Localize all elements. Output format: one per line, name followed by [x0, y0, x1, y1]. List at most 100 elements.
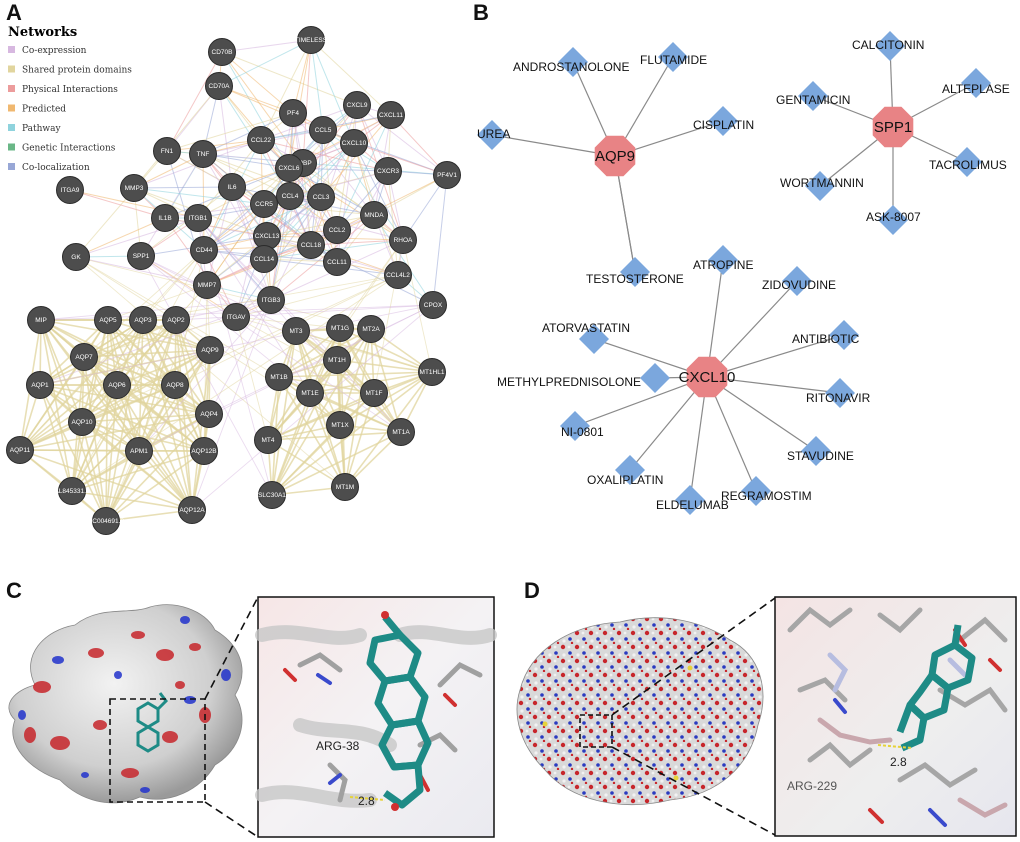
drug-label: ZIDOVUDINE	[762, 278, 836, 292]
gene-node: AQP12A	[178, 496, 206, 524]
gene-node: ITGA9	[56, 176, 84, 204]
legend-swatch	[8, 143, 15, 151]
network-edge	[218, 85, 290, 169]
hub-label: SPP1	[874, 119, 912, 136]
hub-octagon	[872, 106, 914, 148]
gene-node-label: MMP7	[198, 282, 217, 289]
gene-node: MT1M	[331, 473, 359, 501]
network-edge	[81, 421, 107, 522]
drug-node: STAVUDINE	[787, 436, 854, 466]
network-edge	[107, 319, 193, 511]
gene-node: AQP8	[161, 371, 189, 399]
gene-node: ITGB3	[257, 286, 285, 314]
drug-diamond	[620, 257, 650, 287]
drug-label: FLUTAMIDE	[640, 53, 707, 67]
drug-node: UREA	[477, 120, 510, 150]
drug-diamond	[579, 324, 609, 354]
network-edge	[206, 203, 265, 286]
drug-node: REGRAMOSTIM	[721, 476, 812, 506]
gene-node-label: AQP11	[10, 447, 31, 454]
gene-node: CCR5	[250, 190, 278, 218]
distance-label-c: 2.8	[358, 794, 375, 808]
network-edge	[81, 284, 208, 423]
drug-label: UREA	[477, 127, 510, 141]
gene-node-label: IL1B	[158, 215, 171, 222]
network-edge	[197, 217, 297, 332]
drug-node: TESTOSTERONE	[586, 257, 684, 287]
network-edge	[69, 189, 166, 219]
gene-node: SLC30A1	[258, 481, 286, 509]
network-edge	[164, 203, 265, 219]
drug-gene-edge	[706, 280, 798, 378]
drug-node: ANTIBIOTIC	[792, 320, 860, 350]
gene-node: CCL4	[276, 182, 304, 210]
gene-node: AQP2	[162, 306, 190, 334]
network-edge	[271, 359, 338, 496]
gene-node-label: MT1F	[366, 390, 383, 397]
network-edge	[71, 384, 118, 492]
gene-hub: AQP9	[594, 135, 636, 177]
hub-label: AQP9	[595, 148, 635, 165]
gene-node-label: CPOX	[424, 302, 443, 309]
network-edge	[71, 450, 205, 492]
gene-node-label: MT1H	[328, 357, 346, 364]
network-edge	[133, 186, 233, 189]
gene-node: AQP6	[103, 371, 131, 399]
gene-node-label: MT1HL1	[420, 369, 445, 376]
network-edge	[260, 139, 389, 172]
protein-surface-c	[8, 604, 243, 804]
gene-node: AQP11	[6, 436, 34, 464]
drug-diamond	[782, 266, 812, 296]
drug-diamond	[825, 378, 855, 408]
network-edge	[270, 214, 375, 301]
gene-node: MT4	[254, 426, 282, 454]
network-edge	[202, 153, 291, 197]
gene-node: CXCL9	[343, 91, 371, 119]
network-nodes: CD70BTIMELESSCD70APF4CXCL9CCL5CXCL11CCL2…	[6, 26, 461, 535]
zoom-box-d	[579, 714, 613, 748]
network-edge	[322, 129, 404, 241]
network-edge	[174, 384, 193, 511]
zoom-inset-d: 2.8 ARG-229	[774, 596, 1017, 837]
network-edge	[133, 85, 220, 189]
legend-item-label: Pathway	[22, 124, 61, 134]
gene-node-label: CCL14	[254, 256, 275, 263]
drug-node: TACROLIMUS	[929, 147, 1007, 177]
zoom-inset-c: ARG-38 2.8	[255, 596, 497, 838]
network-edge	[270, 195, 291, 301]
gene-node: RHOA	[389, 226, 417, 254]
gene-node-label: AL845331.2	[54, 488, 89, 495]
network-edge	[116, 384, 210, 415]
network-edge	[302, 39, 312, 164]
drug-diamond	[961, 68, 991, 98]
drug-diamond	[801, 436, 831, 466]
drug-node: CISPLATIN	[693, 106, 754, 136]
gene-node: MT1A	[387, 418, 415, 446]
network-edge	[175, 299, 272, 321]
gene-node-label: AQP8	[166, 382, 184, 389]
drug-node: ZIDOVUDINE	[762, 266, 836, 296]
gene-node-label: AQP9	[201, 347, 219, 354]
drug-label: ALTEPLASE	[942, 82, 1010, 96]
network-edge	[235, 316, 375, 394]
gene-node-label: AQP12A	[179, 507, 205, 514]
drug-label: ANDROSTANOLONE	[513, 60, 629, 74]
drug-gene-edge	[706, 334, 845, 378]
gene-node-label: CCL4L2	[386, 272, 410, 279]
gene-node-label: PPBP	[294, 160, 311, 167]
drug-gene-edge	[491, 134, 616, 157]
network-edge	[295, 330, 341, 426]
drug-diamond	[708, 106, 738, 136]
gene-node: MT2A	[357, 315, 385, 343]
gene-node-label: GK	[71, 254, 81, 261]
network-edge	[39, 319, 177, 386]
network-edge	[142, 319, 193, 511]
gene-node-label: PF4	[287, 110, 299, 117]
drug-gene-edge	[574, 376, 708, 427]
gene-node: MT1F	[360, 379, 388, 407]
gene-node-label: TNF	[197, 151, 210, 158]
gene-node-label: SLC30A1	[258, 492, 286, 499]
panel-label-a: A	[6, 0, 22, 25]
legend-swatch	[8, 46, 15, 53]
network-edge	[202, 112, 294, 155]
